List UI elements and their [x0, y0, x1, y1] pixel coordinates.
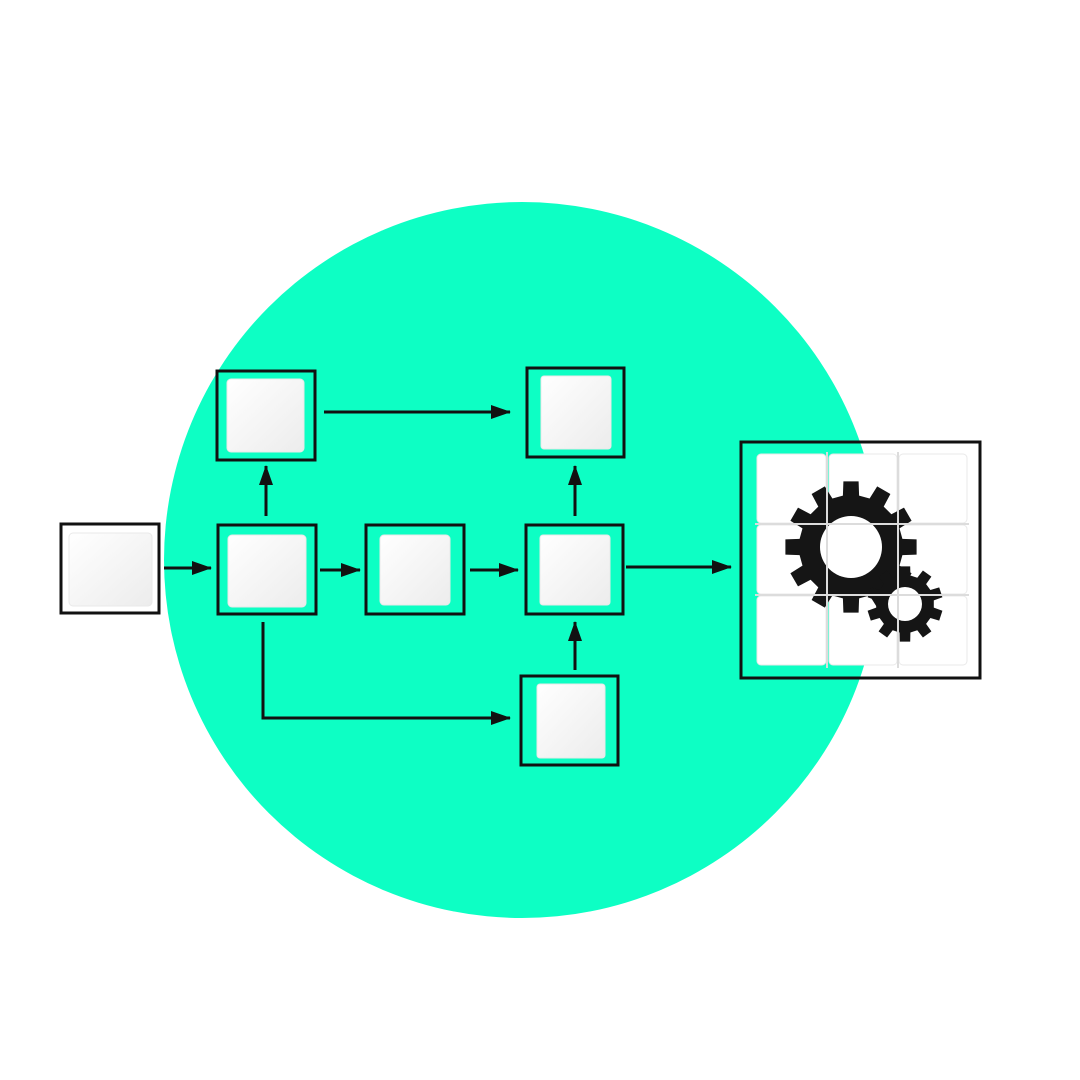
gear-small-hole [888, 587, 922, 621]
upper-right-block [525, 366, 626, 459]
output-gear-puzzle [739, 440, 982, 680]
accent-circle [164, 202, 880, 918]
upper-left-block [215, 369, 317, 462]
gear-large-hole [820, 516, 882, 578]
arrow-split-to-lower [261, 622, 511, 725]
tile-seams [755, 452, 969, 668]
middle-block [364, 523, 466, 616]
gears-icon [785, 481, 943, 642]
lower-block [519, 674, 620, 767]
merge-block [524, 523, 625, 616]
connector-arrows [164, 405, 732, 725]
diagram-nodes [59, 366, 982, 767]
split-block [216, 523, 318, 616]
input-block [59, 522, 161, 615]
